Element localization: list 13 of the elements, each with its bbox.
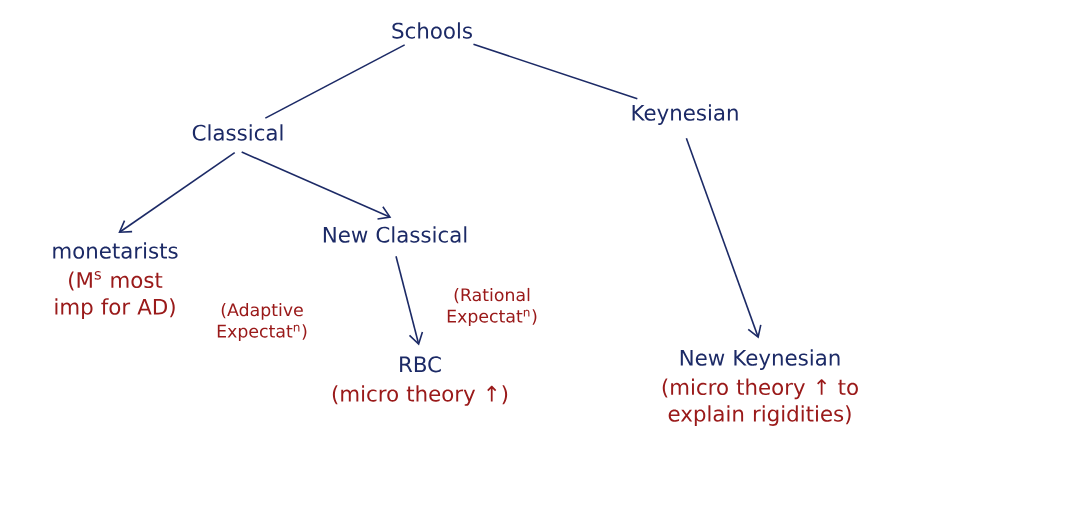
handwritten-label: RBC (micro theory ↑) — [332, 356, 508, 406]
handwritten-label: New Keynesian (micro theory ↑ to explain rigidities) — [662, 349, 858, 426]
handwritten-label: monetarists (M$^{s}$ most imp for AD) — [53, 242, 178, 319]
handwritten-label: Schools — [392, 22, 472, 39]
arrow — [118, 151, 236, 234]
arrow — [395, 255, 424, 346]
handwritten-label: Classical — [192, 124, 283, 141]
arrow — [240, 151, 392, 220]
arrow — [685, 137, 762, 339]
note-text: (Adaptive Expectat$^{n}$) — [217, 302, 307, 341]
handwritten-label: Keynesian — [632, 104, 738, 125]
handwritten-label: New Classical — [323, 226, 467, 243]
note-text: (Rational Expectat$^{n}$) — [447, 287, 537, 326]
